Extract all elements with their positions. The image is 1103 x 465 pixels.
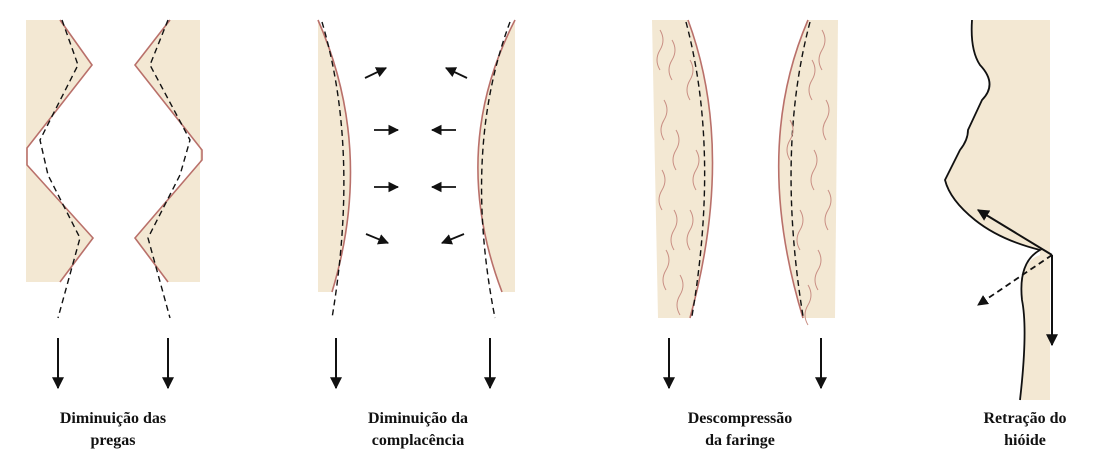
panel-folds: [26, 20, 202, 388]
pressure-arrow-left-1: [365, 68, 386, 78]
caption-line-2: complacência: [318, 430, 518, 452]
caption-line-1: Descompressão: [640, 408, 840, 430]
caption-line-2: hióide: [950, 430, 1100, 452]
panel-decompression: [652, 20, 838, 388]
panel-compliance: [318, 20, 515, 388]
caption-line-2: pregas: [18, 430, 208, 452]
right-fold-wall: [135, 20, 202, 282]
pressure-arrow-right-1: [446, 68, 467, 78]
caption-line-1: Diminuição das: [18, 408, 208, 430]
right-decompression-wall: [779, 20, 838, 318]
caption-decompression: Descompressão da faringe: [640, 408, 840, 452]
caption-compliance: Diminuição da complacência: [318, 408, 518, 452]
caption-line-1: Diminuição da: [318, 408, 518, 430]
panel-hyoid-retraction: [945, 20, 1052, 400]
pressure-arrow-right-4: [442, 234, 464, 243]
caption-hyoid-retraction: Retração do hióide: [950, 408, 1100, 452]
left-fold-wall: [26, 20, 93, 282]
caption-folds: Diminuição das pregas: [18, 408, 208, 452]
left-decompression-wall: [652, 20, 713, 318]
neck-tissue: [945, 20, 1050, 400]
caption-line-1: Retração do: [950, 408, 1100, 430]
caption-line-2: da faringe: [640, 430, 840, 452]
pressure-arrow-left-4: [366, 234, 388, 243]
left-compliance-wall: [318, 20, 350, 292]
